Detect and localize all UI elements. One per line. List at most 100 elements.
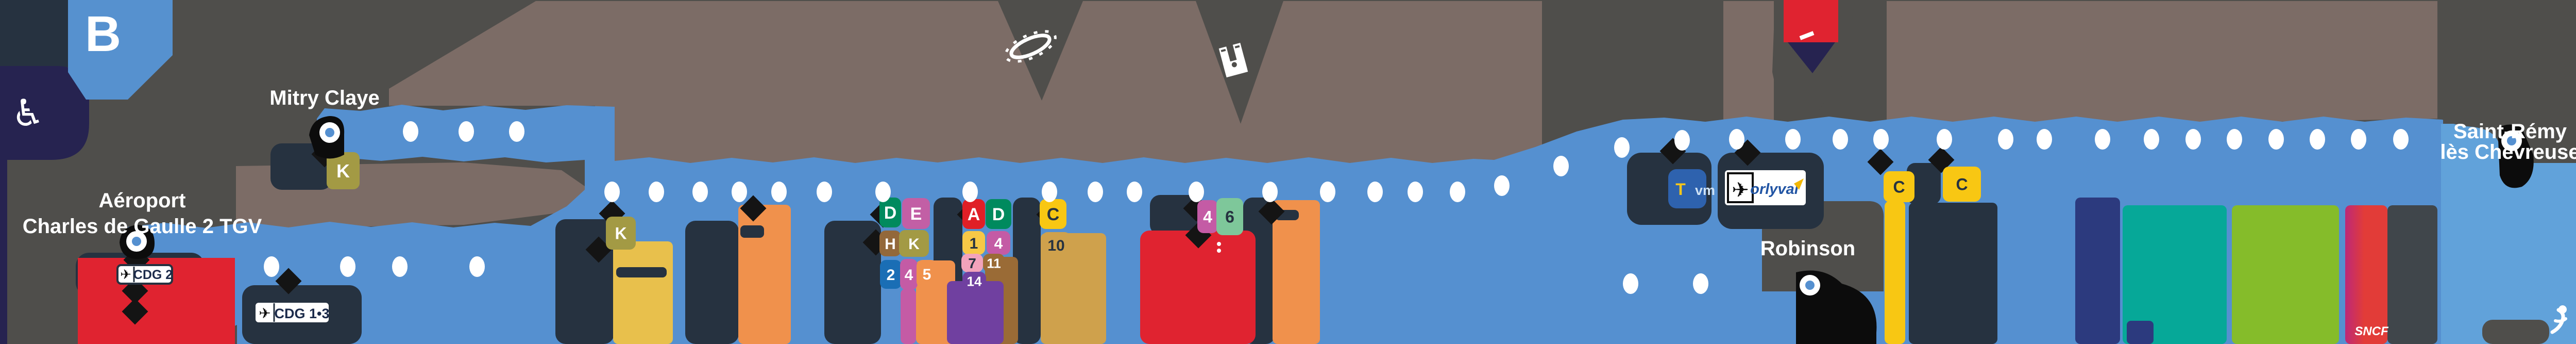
station-dot [1998, 129, 2013, 150]
connection-badge-h-nord: H [879, 231, 901, 256]
connection-badge-rer-c-massy-2: C [1943, 167, 1981, 202]
m14-chatelet-label: 14 [967, 273, 982, 289]
rer-c-massy-2-label: C [1956, 175, 1968, 194]
station-dot [817, 182, 832, 202]
tvm-badge: T vm [1668, 169, 1715, 208]
k-mitry-label: K [336, 160, 350, 182]
bottom-right-gray-blob [2482, 320, 2549, 344]
zone-mark [2127, 321, 2154, 344]
m5-nord-label: 5 [923, 266, 931, 283]
m2-nord-shape [880, 260, 902, 289]
station-dot [469, 256, 485, 277]
denfert-red-blob [1140, 231, 1256, 344]
mitry-claye-ring-center [325, 128, 334, 137]
station-dot [1494, 175, 1510, 196]
station-dot [771, 182, 787, 202]
connection-badge-m1-chatelet: 1 [962, 231, 985, 255]
connection-badge-rer-d-nord: D [879, 198, 901, 227]
orlyval-arrow-icon [1794, 178, 1804, 190]
station-dot [604, 182, 620, 202]
m1-chatelet-shape [962, 231, 985, 255]
line-b-badge: B [68, 0, 173, 100]
m4-denfert-shape [1197, 200, 1218, 233]
right-darkgray-bar [2387, 205, 2437, 344]
m1-chatelet-label: 1 [970, 235, 978, 252]
connection-bars-layer [613, 198, 2437, 344]
tvm-label-t: T [1675, 180, 1686, 199]
station-dot [1623, 273, 1638, 294]
stem-gare-du-nord [824, 221, 881, 344]
red-navy-landmark-icon [1784, 0, 1838, 73]
connection-badge-rer-c-massy-1: C [1884, 171, 1914, 202]
station-dot [2185, 129, 2201, 150]
rer-c-massy-1-label: C [1893, 178, 1905, 196]
connection-badge-m11-chatelet: 11 [983, 254, 1005, 272]
t11-mark [740, 225, 764, 238]
cdg13-airport-badge: ✈ CDG 1•3 [253, 301, 331, 324]
m2-nord-label: 2 [887, 267, 895, 284]
wheelchair-icon: ♿ [11, 93, 45, 134]
band-mitry-branch [317, 105, 615, 222]
rer-d-chatelet-label: D [992, 205, 1005, 224]
robinson-label: Robinson [1760, 237, 1855, 260]
station-dot [1729, 129, 1744, 150]
station-dot [1693, 273, 1708, 294]
plane-icon: ✈ [259, 305, 270, 321]
station-dot [1320, 182, 1335, 202]
station-dot [2310, 129, 2325, 150]
k-nord-label: K [908, 236, 920, 253]
station-dot [1189, 182, 1204, 202]
k-aulnay-shape [606, 217, 636, 250]
station-dot [264, 256, 279, 277]
station-dot [1408, 182, 1423, 202]
plane-icon: ✈ [1732, 179, 1749, 202]
chatelet-purple-bar [947, 281, 1004, 344]
station-dot [2393, 129, 2409, 150]
k-nord-shape [899, 230, 929, 257]
aeroport-cdg2-tgv-ring-center [132, 237, 141, 246]
stmichel-tan-bar [1041, 233, 1106, 344]
connection-badge-m10-stmichel: 10 [1042, 232, 1071, 258]
rer-c-stmichel-label: C [1047, 205, 1060, 224]
rer-d-chatelet-shape [986, 199, 1011, 229]
running-person-icon [2550, 305, 2567, 334]
m4-nord-label: 4 [905, 267, 913, 284]
connection-badge-m6-denfert: 6 [1216, 198, 1243, 235]
m4-nord-shape [900, 259, 918, 290]
station-dot [1042, 182, 1057, 202]
station-dot [1450, 182, 1465, 202]
rer-c-massy-1-shape [1884, 171, 1914, 202]
saint-remy-les-chevreuse-ring-center [2507, 136, 2516, 145]
t11-bourget-bar [738, 205, 791, 344]
m4-chatelet-label: 4 [994, 235, 1003, 252]
accessibility-chip [0, 66, 89, 160]
m6-denfert-label: 6 [1225, 208, 1234, 226]
t4-aulnay-bar [613, 241, 673, 344]
connection-badge-rer-c-stmichel: C [1040, 199, 1066, 229]
cdg2-airport-badge: ✈ CDG 2 [116, 264, 173, 285]
station-dot [392, 256, 408, 277]
rer-e-nord-shape [902, 198, 930, 229]
station-dot [1614, 137, 1630, 158]
connection-badge-k-nord: K [899, 230, 929, 257]
rer-c-stmichel-shape [1040, 199, 1066, 229]
rer-a-chatelet-shape [962, 199, 985, 229]
stem-st-michel [1013, 198, 1041, 344]
nord-magenta-bar [901, 289, 916, 344]
m11-chatelet-label: 11 [987, 255, 1001, 271]
mitry-claye-label: Mitry Claye [269, 87, 379, 109]
sncf-logo: SNCF [2354, 324, 2389, 338]
station-dot [1833, 129, 1848, 150]
line-b-letter: B [85, 6, 121, 62]
station-dots-layer [264, 121, 2409, 294]
h-nord-label: H [885, 236, 896, 253]
link-diamond [275, 268, 302, 294]
station-dot [1088, 182, 1103, 202]
terminus-robinson [1800, 275, 1820, 296]
station-dot [1937, 129, 1952, 150]
m10-stmichel-shape [1042, 232, 1071, 258]
station-dot [1262, 182, 1278, 202]
m14-chatelet-shape [962, 272, 986, 290]
